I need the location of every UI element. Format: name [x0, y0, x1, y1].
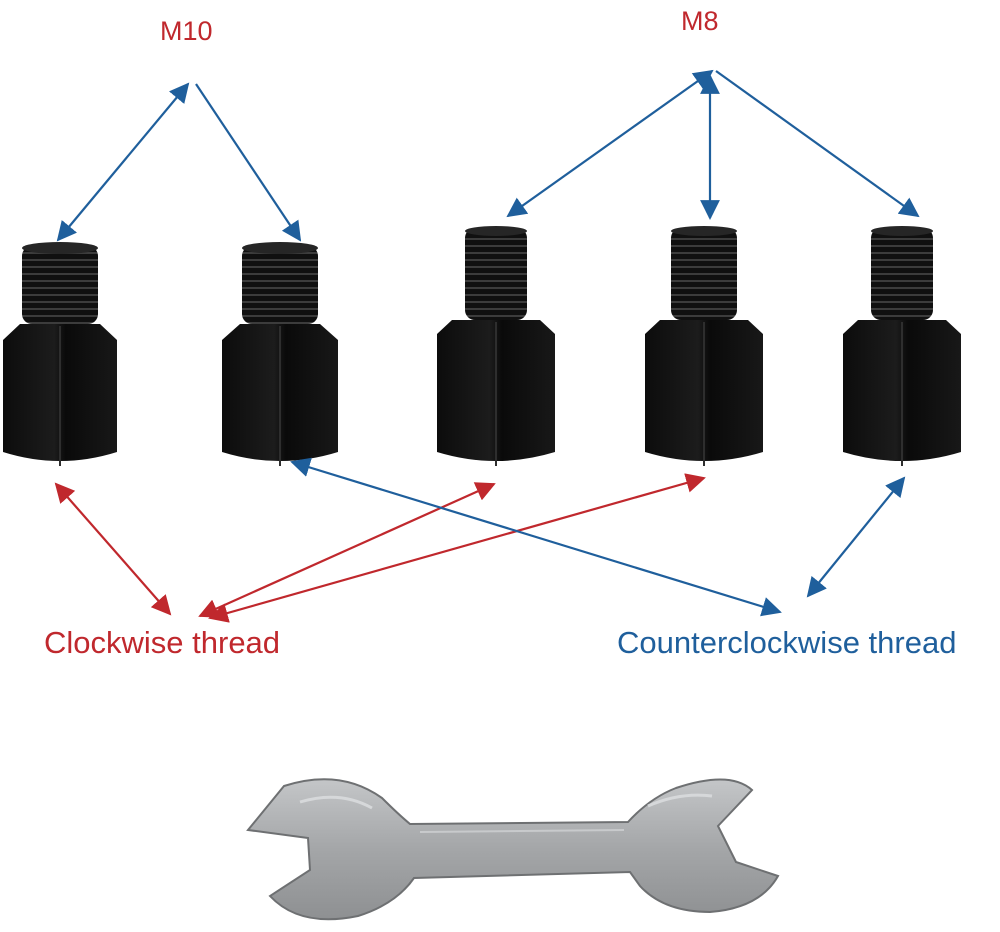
wrench: [246, 778, 780, 921]
counterclockwise-thread-label: Counterclockwise thread: [617, 625, 957, 660]
adapter-m10-counterclockwise: [222, 242, 338, 466]
adapter-m10-clockwise: [3, 242, 117, 466]
adapter-m8-counterclockwise: [843, 226, 961, 466]
counterclockwise-arrows: [290, 457, 906, 617]
adapter-m8-clockwise-2: [645, 226, 763, 466]
adapter-m8-clockwise-1: [437, 226, 555, 466]
m8-arrows: [506, 69, 920, 220]
m8-label: M8: [681, 6, 719, 36]
m10-arrows: [56, 82, 302, 242]
clockwise-thread-label: Clockwise thread: [44, 625, 281, 660]
clockwise-arrows: [54, 473, 706, 623]
m10-label: M10: [160, 16, 213, 46]
